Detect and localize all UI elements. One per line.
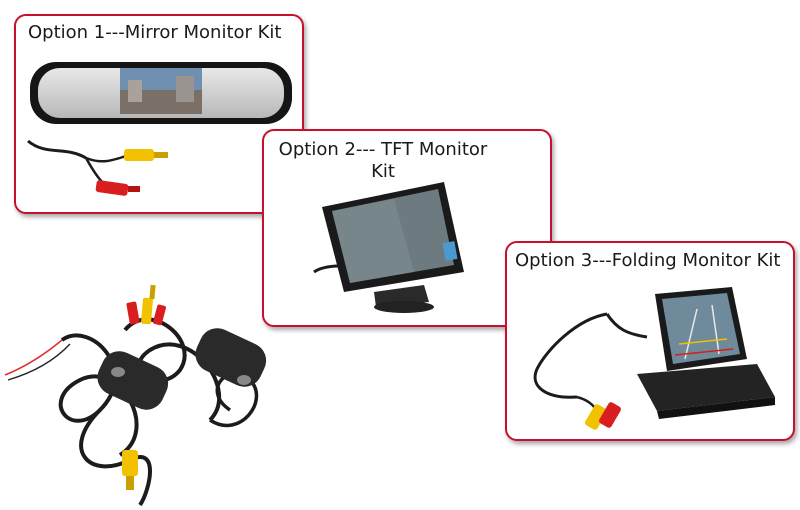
wireless-transmitter-image (4, 284, 267, 507)
option-3-title: Option 3---Folding Monitor Kit (515, 250, 781, 271)
mirror-monitor-image (27, 62, 292, 196)
option-2-title: Option 2--- TFT Monitor Kit (278, 139, 488, 182)
option-1-card[interactable]: Option 1---Mirror Monitor Kit (14, 14, 304, 214)
tft-monitor-image (313, 182, 464, 313)
option-3-card[interactable]: Option 3---Folding Monitor Kit (505, 241, 795, 441)
folding-monitor-image (533, 287, 775, 430)
option-1-title: Option 1---Mirror Monitor Kit (28, 22, 282, 43)
option-2-card[interactable]: Option 2--- TFT Monitor Kit (262, 129, 552, 327)
